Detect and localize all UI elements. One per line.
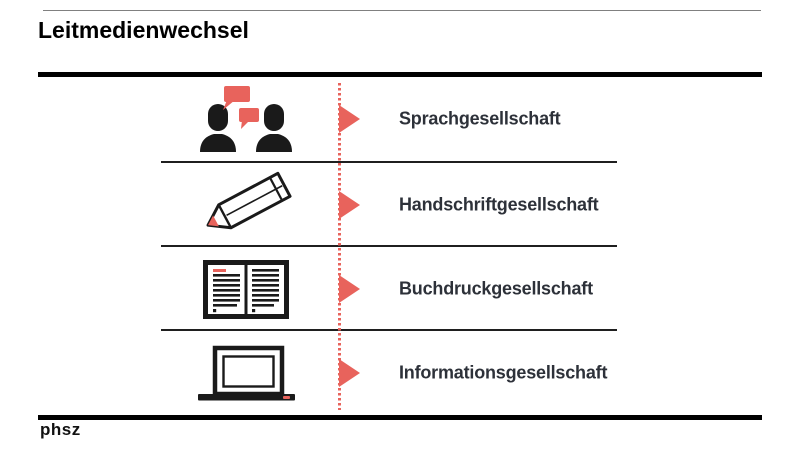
row-separator	[161, 245, 617, 247]
diagram-row-sprachgesellschaft: Sprachgesellschaft	[0, 77, 800, 161]
row-label: Informationsgesellschaft	[399, 362, 608, 383]
row-separator	[161, 329, 617, 331]
leitmedien-diagram: Sprachgesellschaft Handschriftgesellscha…	[0, 77, 800, 415]
row-separator	[161, 161, 617, 163]
arrow-right-icon	[339, 275, 360, 303]
diagram-row-buchdruckgesellschaft: Buchdruckgesellschaft	[0, 247, 800, 331]
pencil-icon	[196, 163, 296, 247]
row-label: Handschriftgesellschaft	[399, 194, 599, 215]
arrow-right-icon	[339, 191, 360, 219]
diagram-row-informationsgesellschaft: Informationsgesellschaft	[0, 331, 800, 415]
arrow-right-icon	[339, 359, 360, 387]
footer-thick-rule	[38, 415, 762, 420]
header-thick-rule	[38, 72, 762, 77]
open-book-icon	[196, 247, 296, 331]
arrow-right-icon	[339, 105, 360, 133]
phsz-logo: phsz	[40, 420, 81, 439]
row-label: Buchdruckgesellschaft	[399, 278, 593, 299]
row-label: Sprachgesellschaft	[399, 108, 561, 129]
speech-people-icon	[196, 77, 296, 161]
diagram-row-handschriftgesellschaft: Handschriftgesellschaft	[0, 163, 800, 247]
timeline-dotted-line	[338, 83, 341, 410]
top-divider-rule	[43, 10, 761, 11]
laptop-icon	[196, 331, 296, 415]
page-title: Leitmedienwechsel	[38, 17, 249, 43]
